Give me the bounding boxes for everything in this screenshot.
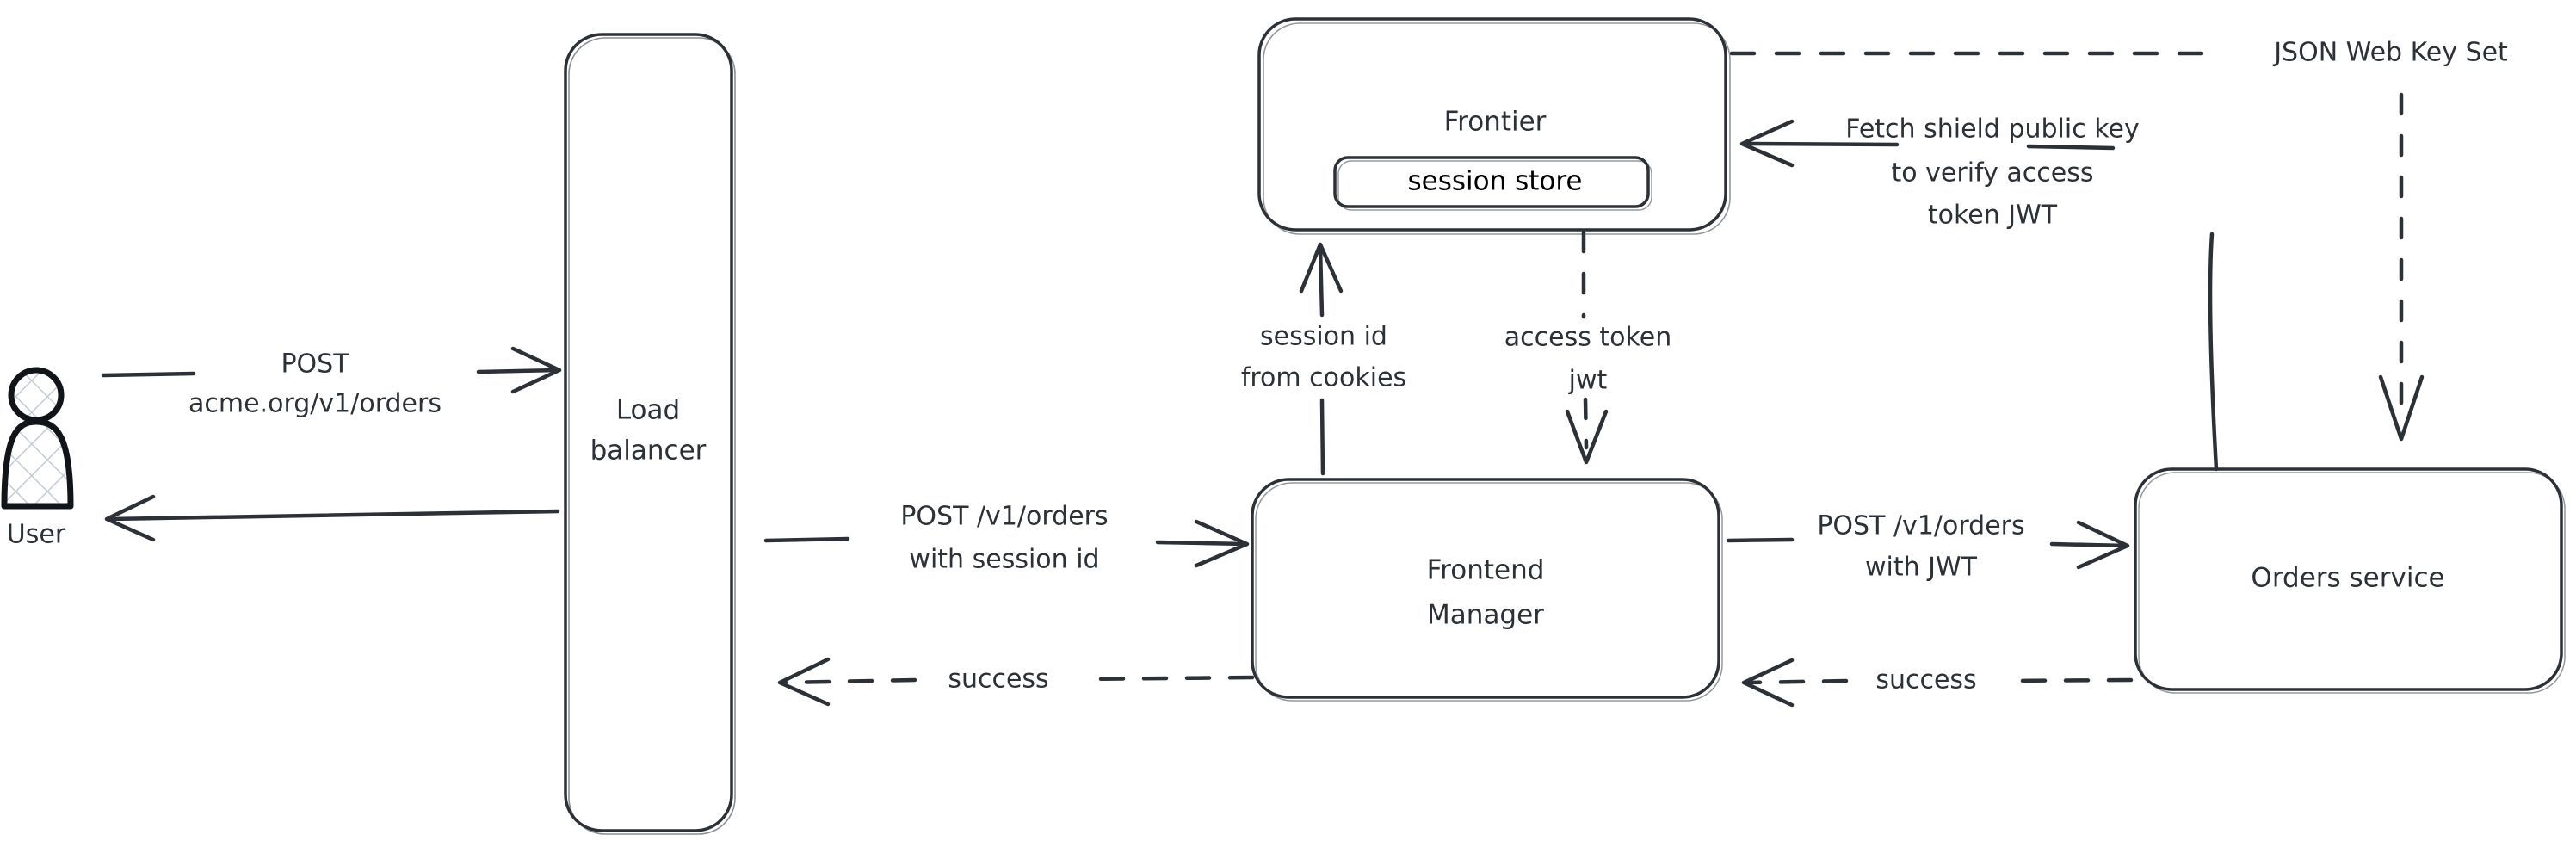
edge-access-token-label-line1: access token: [1504, 323, 1672, 353]
edge-fm-to-lb-success: success: [777, 657, 1255, 707]
node-orders-service[interactable]: Orders service: [2134, 467, 2566, 694]
edge-fetch-key-label-line1: Fetch shield public key: [1845, 114, 2140, 145]
edge-lb-to-frontend-manager: POST /v1/orders with session id: [763, 502, 1250, 575]
load-balancer-box: [564, 33, 733, 832]
edge-frontier-to-os-jwks: JSON Web Key Set: [1729, 38, 2508, 442]
edge-fetch-key-label-line3: token JWT: [1928, 201, 2058, 231]
arrowhead-up-fm-frontier: [1299, 242, 1344, 294]
load-balancer-label-line1: Load: [616, 395, 680, 426]
session-store-box-shadow: [1337, 160, 1652, 211]
edge-fm-to-os-label-line1: POST /v1/orders: [1817, 511, 2024, 541]
node-frontend-manager[interactable]: Frontend Manager: [1251, 478, 1723, 702]
user-body-icon: [1, 418, 74, 510]
frontend-manager-box-shadow: [1255, 482, 1723, 702]
edge-access-token-label-line2: jwt: [1568, 366, 1608, 396]
edge-os-to-fm-success: success: [1741, 658, 2134, 708]
edge-fm-to-lb-success-label: success: [948, 665, 1048, 695]
frontend-manager-label-line2: Manager: [1427, 600, 1544, 631]
arrowhead-down-frontier-fm: [1565, 409, 1609, 465]
edge-lb-to-fm-label-line1: POST /v1/orders: [900, 502, 1108, 532]
frontier-box-shadow: [1263, 22, 1731, 235]
load-balancer-box-shadow: [568, 37, 736, 835]
frontend-manager-label-line1: Frontend: [1427, 555, 1545, 586]
session-store-box[interactable]: [1333, 156, 1650, 208]
edge-jwks-label: JSON Web Key Set: [2272, 38, 2508, 68]
edge-lb-to-fm-label-line2: with session id: [909, 545, 1099, 575]
arrowhead-left-fm-lb: [777, 657, 831, 707]
session-store-label: session store: [1407, 166, 1582, 197]
arrowhead-right-lb-fm: [1194, 519, 1250, 568]
arrowhead-left-lb-user: [104, 494, 156, 542]
orders-service-box: [2134, 467, 2563, 691]
arrowhead-left-os-frontier: [1739, 119, 1795, 168]
edge-frontier-to-fm-access-token: access token jwt: [1504, 230, 1672, 465]
edge-user-to-load-balancer: POST acme.org/v1/orders: [101, 346, 562, 419]
edge-fm-to-orders-service: POST /v1/orders with JWT: [1726, 511, 2130, 583]
orders-service-box-shadow: [2138, 472, 2566, 694]
edge-session-id-label-line2: from cookies: [1241, 363, 1406, 393]
edge-fm-to-frontier-session-id: session id from cookies: [1241, 242, 1406, 476]
arrowhead-right-user-lb: [510, 346, 562, 394]
node-load-balancer[interactable]: Load balancer: [564, 33, 736, 835]
orders-service-label: Orders service: [2251, 563, 2444, 594]
frontier-label: Frontier: [1444, 107, 1547, 138]
edge-load-balancer-to-user: [104, 494, 560, 542]
actor-user[interactable]: User: [1, 367, 74, 550]
node-frontier[interactable]: Frontier session store: [1257, 17, 1731, 235]
load-balancer-label-line2: balancer: [590, 436, 707, 467]
edge-user-to-lb-label-line1: POST: [281, 349, 349, 380]
edge-os-to-fm-success-label: success: [1875, 665, 1976, 696]
edge-fetch-key-label-line2: to verify access: [1892, 158, 2094, 189]
frontend-manager-box: [1251, 478, 1720, 699]
arrowhead-down-frontier-os: [2378, 374, 2425, 442]
edge-os-to-frontier-fetch-key: Fetch shield public key to verify access…: [1739, 114, 2219, 472]
edge-fm-to-os-label-line2: with JWT: [1865, 553, 1978, 583]
edge-user-to-lb-label-line2: acme.org/v1/orders: [188, 389, 442, 419]
arrowhead-right-fm-os: [2076, 520, 2130, 570]
user-head-icon: [8, 367, 65, 424]
edge-session-id-label-line1: session id: [1260, 322, 1387, 352]
actor-user-label: User: [7, 520, 66, 550]
arrowhead-left-os-fm: [1741, 658, 1795, 708]
